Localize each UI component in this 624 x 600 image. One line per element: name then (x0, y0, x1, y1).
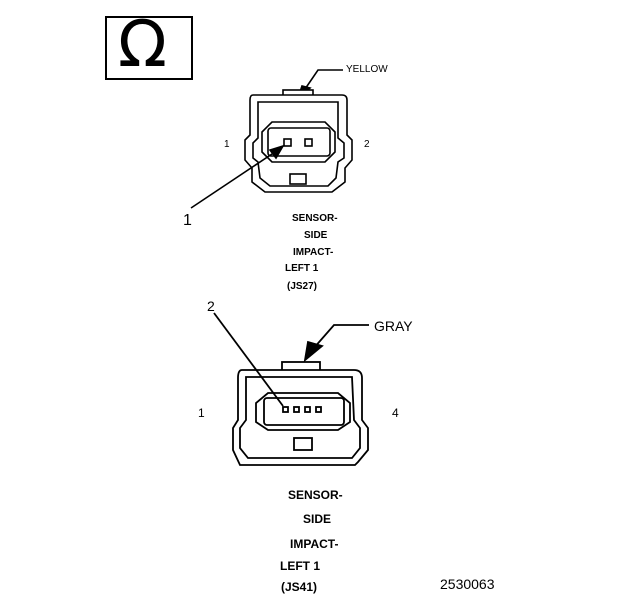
omega-symbol-box (105, 16, 193, 80)
connector-name-line: SIDE (304, 230, 328, 241)
callout-number: 2 (207, 298, 215, 314)
color-label-gray: GRAY (374, 318, 413, 334)
connector-name-line: SENSOR- (292, 213, 338, 224)
omega-icon: Ω (118, 8, 167, 82)
connector-name-line: LEFT 1 (285, 263, 319, 274)
pin-label-left: 1 (198, 406, 205, 420)
connector-id: (JS27) (287, 281, 318, 292)
connector-name-line: SIDE (303, 512, 332, 526)
connector-name-line: SENSOR- (288, 488, 343, 502)
figure-id: 2530063 (440, 576, 495, 592)
pin-label-right: 4 (392, 406, 399, 420)
connector-js27 (190, 69, 353, 209)
connector-js41 (213, 312, 369, 466)
connector-name-line: IMPACT- (293, 247, 334, 258)
connector-name-line: IMPACT- (290, 537, 339, 551)
connector-id: (JS41) (281, 580, 318, 594)
pin-label-right: 2 (364, 139, 370, 150)
color-label-yellow: YELLOW (346, 64, 388, 75)
pin-label-left: 1 (224, 139, 230, 150)
connector-name-line: LEFT 1 (280, 559, 321, 573)
callout-number: 1 (183, 212, 192, 229)
